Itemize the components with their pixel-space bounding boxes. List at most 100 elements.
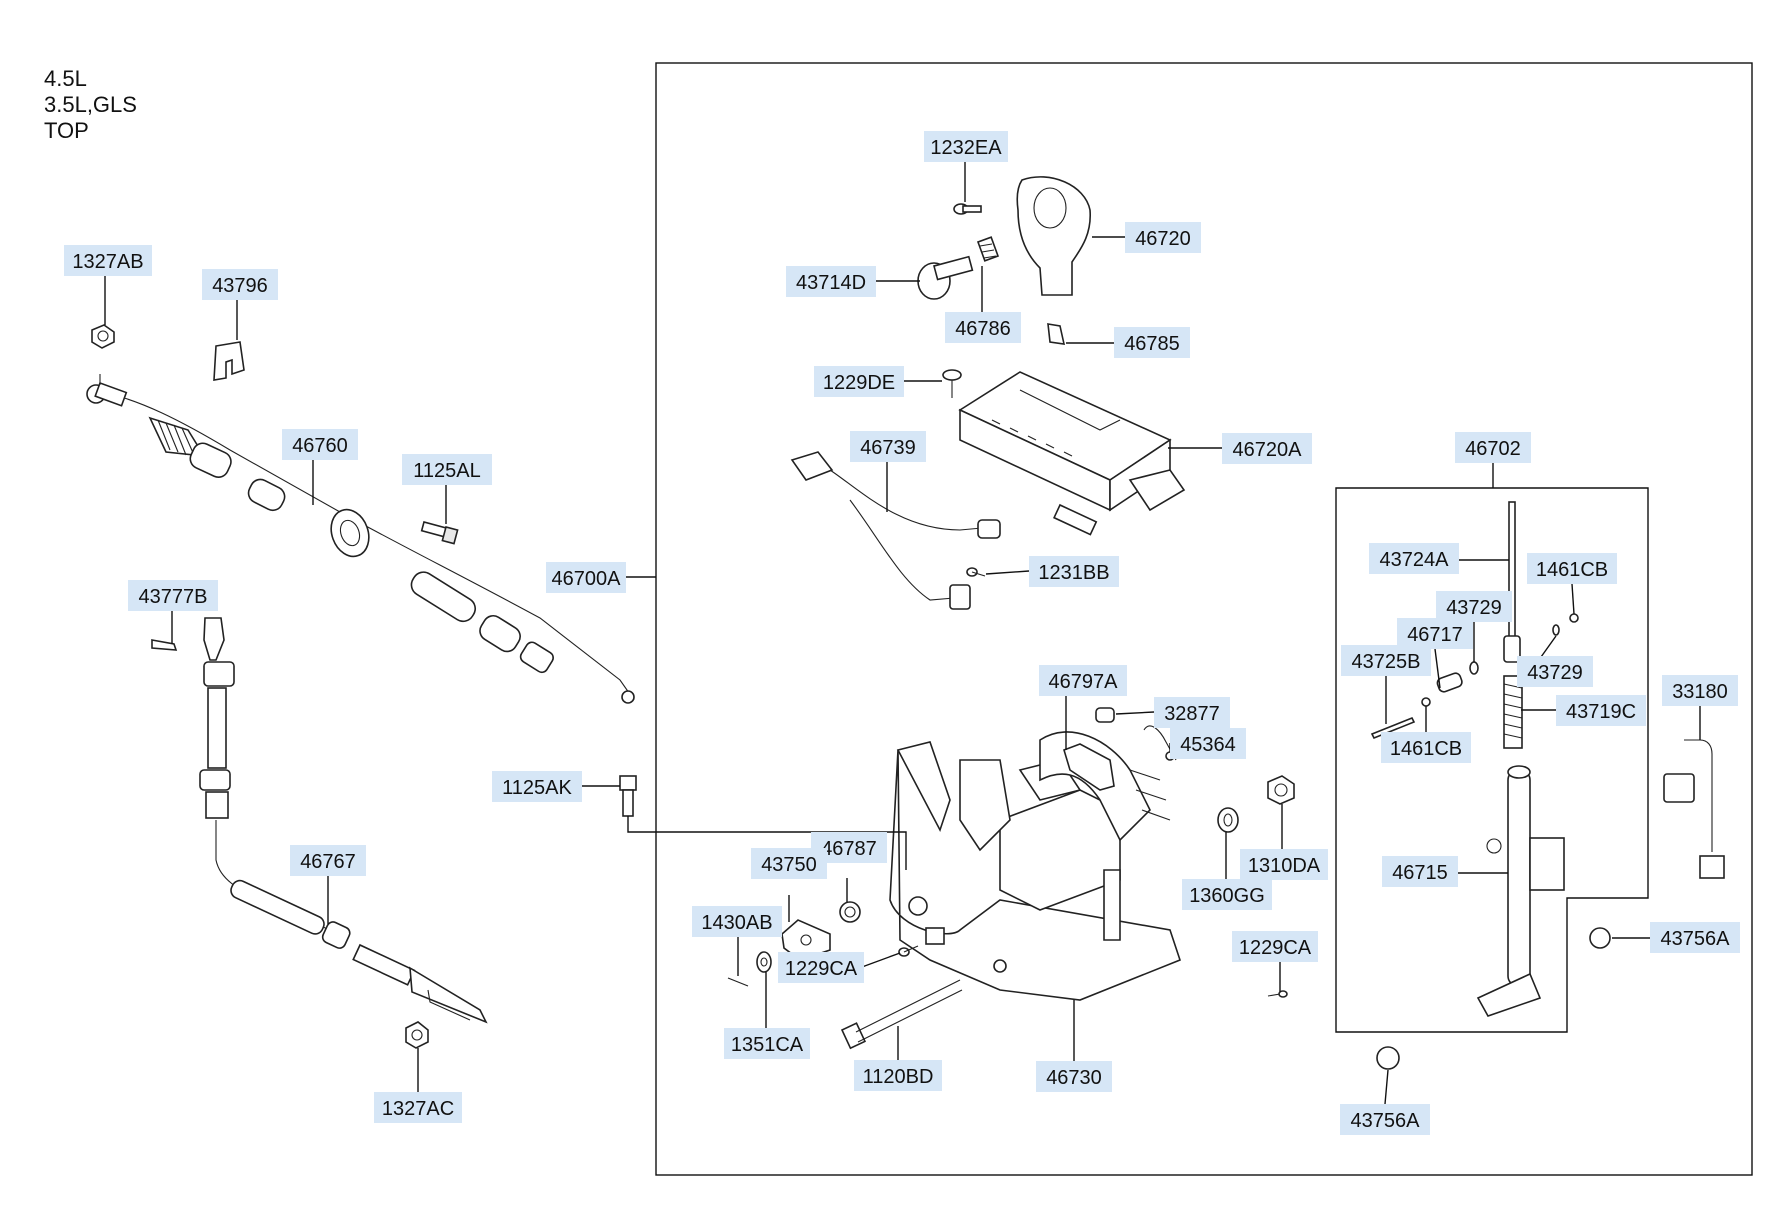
svg-text:46739: 46739 bbox=[860, 437, 916, 459]
svg-text:46715: 46715 bbox=[1392, 862, 1448, 884]
bolt-1125AL bbox=[420, 521, 459, 545]
pin-1430AB bbox=[727, 977, 749, 987]
svg-text:1232EA: 1232EA bbox=[930, 137, 1002, 159]
label-43725B[interactable]: 43725B bbox=[1341, 645, 1431, 676]
label-1229CA-right[interactable]: 1229CA bbox=[1232, 931, 1318, 962]
wiring-46739 bbox=[790, 451, 1001, 610]
svg-text:43729: 43729 bbox=[1527, 662, 1583, 684]
label-1327AB[interactable]: 1327AB bbox=[64, 245, 152, 276]
label-43729-b[interactable]: 43729 bbox=[1517, 656, 1593, 687]
spring-46787 bbox=[839, 901, 861, 923]
label-43777B[interactable]: 43777B bbox=[128, 580, 218, 611]
label-1327AC[interactable]: 1327AC bbox=[374, 1092, 462, 1123]
svg-text:45364: 45364 bbox=[1180, 734, 1236, 756]
svg-text:43714D: 43714D bbox=[796, 272, 866, 294]
svg-text:1229DE: 1229DE bbox=[823, 372, 895, 394]
variant-top: TOP bbox=[44, 118, 89, 143]
svg-text:46720A: 46720A bbox=[1233, 439, 1303, 461]
svg-text:46787: 46787 bbox=[821, 838, 877, 860]
pin-46785 bbox=[1047, 323, 1066, 345]
label-46730[interactable]: 46730 bbox=[1036, 1061, 1112, 1092]
label-46715[interactable]: 46715 bbox=[1382, 856, 1458, 887]
svg-text:1229CA: 1229CA bbox=[1239, 937, 1312, 959]
svg-text:43724A: 43724A bbox=[1380, 549, 1450, 571]
label-1125AL[interactable]: 1125AL bbox=[402, 454, 492, 485]
svg-text:46730: 46730 bbox=[1046, 1067, 1102, 1089]
variant-list: 4.5L 3.5L,GLS TOP bbox=[44, 66, 137, 144]
svg-text:1231BB: 1231BB bbox=[1038, 562, 1109, 584]
label-1120BD[interactable]: 1120BD bbox=[854, 1060, 942, 1091]
svg-text:46720: 46720 bbox=[1135, 228, 1191, 250]
label-43756A-right[interactable]: 43756A bbox=[1650, 922, 1740, 953]
label-1461CB-top[interactable]: 1461CB bbox=[1527, 553, 1617, 584]
label-45364[interactable]: 45364 bbox=[1170, 728, 1246, 759]
label-46760[interactable]: 46760 bbox=[282, 429, 358, 460]
svg-text:1351CA: 1351CA bbox=[731, 1034, 804, 1056]
svg-text:43777B: 43777B bbox=[139, 586, 208, 608]
nut-1310DA bbox=[1267, 775, 1295, 805]
bolt-1120BD bbox=[840, 979, 963, 1050]
svg-text:1360GG: 1360GG bbox=[1189, 885, 1265, 907]
leader-lines bbox=[104, 162, 1701, 1105]
svg-text:1125AK: 1125AK bbox=[502, 777, 572, 799]
knob-46720 bbox=[1016, 176, 1091, 296]
button-43714D bbox=[917, 255, 974, 300]
spring-43719C bbox=[1503, 675, 1523, 749]
svg-text:46786: 46786 bbox=[955, 318, 1011, 340]
label-43756A-bottom[interactable]: 43756A bbox=[1340, 1104, 1430, 1135]
label-1229DE[interactable]: 1229DE bbox=[814, 366, 904, 397]
svg-text:46785: 46785 bbox=[1124, 333, 1180, 355]
bolt-1125AK bbox=[619, 775, 637, 817]
label-32877[interactable]: 32877 bbox=[1154, 697, 1230, 728]
label-1351CA[interactable]: 1351CA bbox=[724, 1028, 810, 1059]
svg-text:1327AC: 1327AC bbox=[382, 1098, 454, 1120]
assembly-frame bbox=[655, 62, 1753, 1176]
clip-1461CB-top bbox=[1569, 613, 1579, 623]
svg-text:1229CA: 1229CA bbox=[785, 958, 858, 980]
svg-text:1327AB: 1327AB bbox=[72, 251, 143, 273]
clip-43796 bbox=[213, 341, 245, 381]
part-labels: 1232EA 46720 43714D 46786 46785 1229DE 4… bbox=[64, 131, 1740, 1135]
label-1310DA[interactable]: 1310DA bbox=[1240, 849, 1328, 880]
svg-text:43725B: 43725B bbox=[1352, 651, 1421, 673]
label-46720A[interactable]: 46720A bbox=[1222, 433, 1312, 464]
label-46767[interactable]: 46767 bbox=[290, 845, 366, 876]
pawl-43750 bbox=[781, 919, 831, 961]
label-46700A[interactable]: 46700A bbox=[546, 562, 626, 593]
label-46717[interactable]: 46717 bbox=[1397, 618, 1473, 649]
washer-1360GG bbox=[1217, 807, 1239, 833]
svg-text:46767: 46767 bbox=[300, 851, 356, 873]
label-1232EA[interactable]: 1232EA bbox=[924, 131, 1008, 162]
bracket-46730 bbox=[889, 731, 1181, 1001]
label-43719C[interactable]: 43719C bbox=[1556, 695, 1646, 726]
svg-text:1461CB: 1461CB bbox=[1390, 738, 1462, 760]
label-46739[interactable]: 46739 bbox=[850, 431, 926, 462]
label-46787[interactable]: 46787 bbox=[811, 832, 887, 863]
label-43729-a[interactable]: 43729 bbox=[1436, 591, 1512, 622]
label-43714D[interactable]: 43714D bbox=[786, 266, 876, 297]
svg-text:46797A: 46797A bbox=[1049, 671, 1119, 693]
screw-1229DE bbox=[942, 369, 962, 398]
label-46702[interactable]: 46702 bbox=[1455, 432, 1531, 463]
svg-text:46760: 46760 bbox=[292, 435, 348, 457]
label-46786[interactable]: 46786 bbox=[945, 312, 1021, 343]
label-46720[interactable]: 46720 bbox=[1125, 222, 1201, 253]
svg-text:43756A: 43756A bbox=[1661, 928, 1731, 950]
label-1125AK[interactable]: 1125AK bbox=[492, 771, 582, 802]
label-1231BB[interactable]: 1231BB bbox=[1029, 556, 1119, 587]
label-43724A[interactable]: 43724A bbox=[1369, 543, 1459, 574]
cable-46767 bbox=[199, 617, 488, 1024]
label-43796[interactable]: 43796 bbox=[202, 269, 278, 300]
label-43750[interactable]: 43750 bbox=[751, 848, 827, 879]
svg-text:46717: 46717 bbox=[1407, 624, 1463, 646]
label-1430AB[interactable]: 1430AB bbox=[692, 906, 782, 937]
label-1229CA-center[interactable]: 1229CA bbox=[778, 952, 864, 983]
label-1461CB-bottom[interactable]: 1461CB bbox=[1381, 732, 1471, 763]
svg-text:32877: 32877 bbox=[1164, 703, 1220, 725]
label-1360GG[interactable]: 1360GG bbox=[1182, 879, 1272, 910]
rod-43724A bbox=[1503, 501, 1521, 663]
label-46797A[interactable]: 46797A bbox=[1039, 665, 1127, 696]
label-33180[interactable]: 33180 bbox=[1662, 675, 1738, 706]
label-46785[interactable]: 46785 bbox=[1114, 327, 1190, 358]
